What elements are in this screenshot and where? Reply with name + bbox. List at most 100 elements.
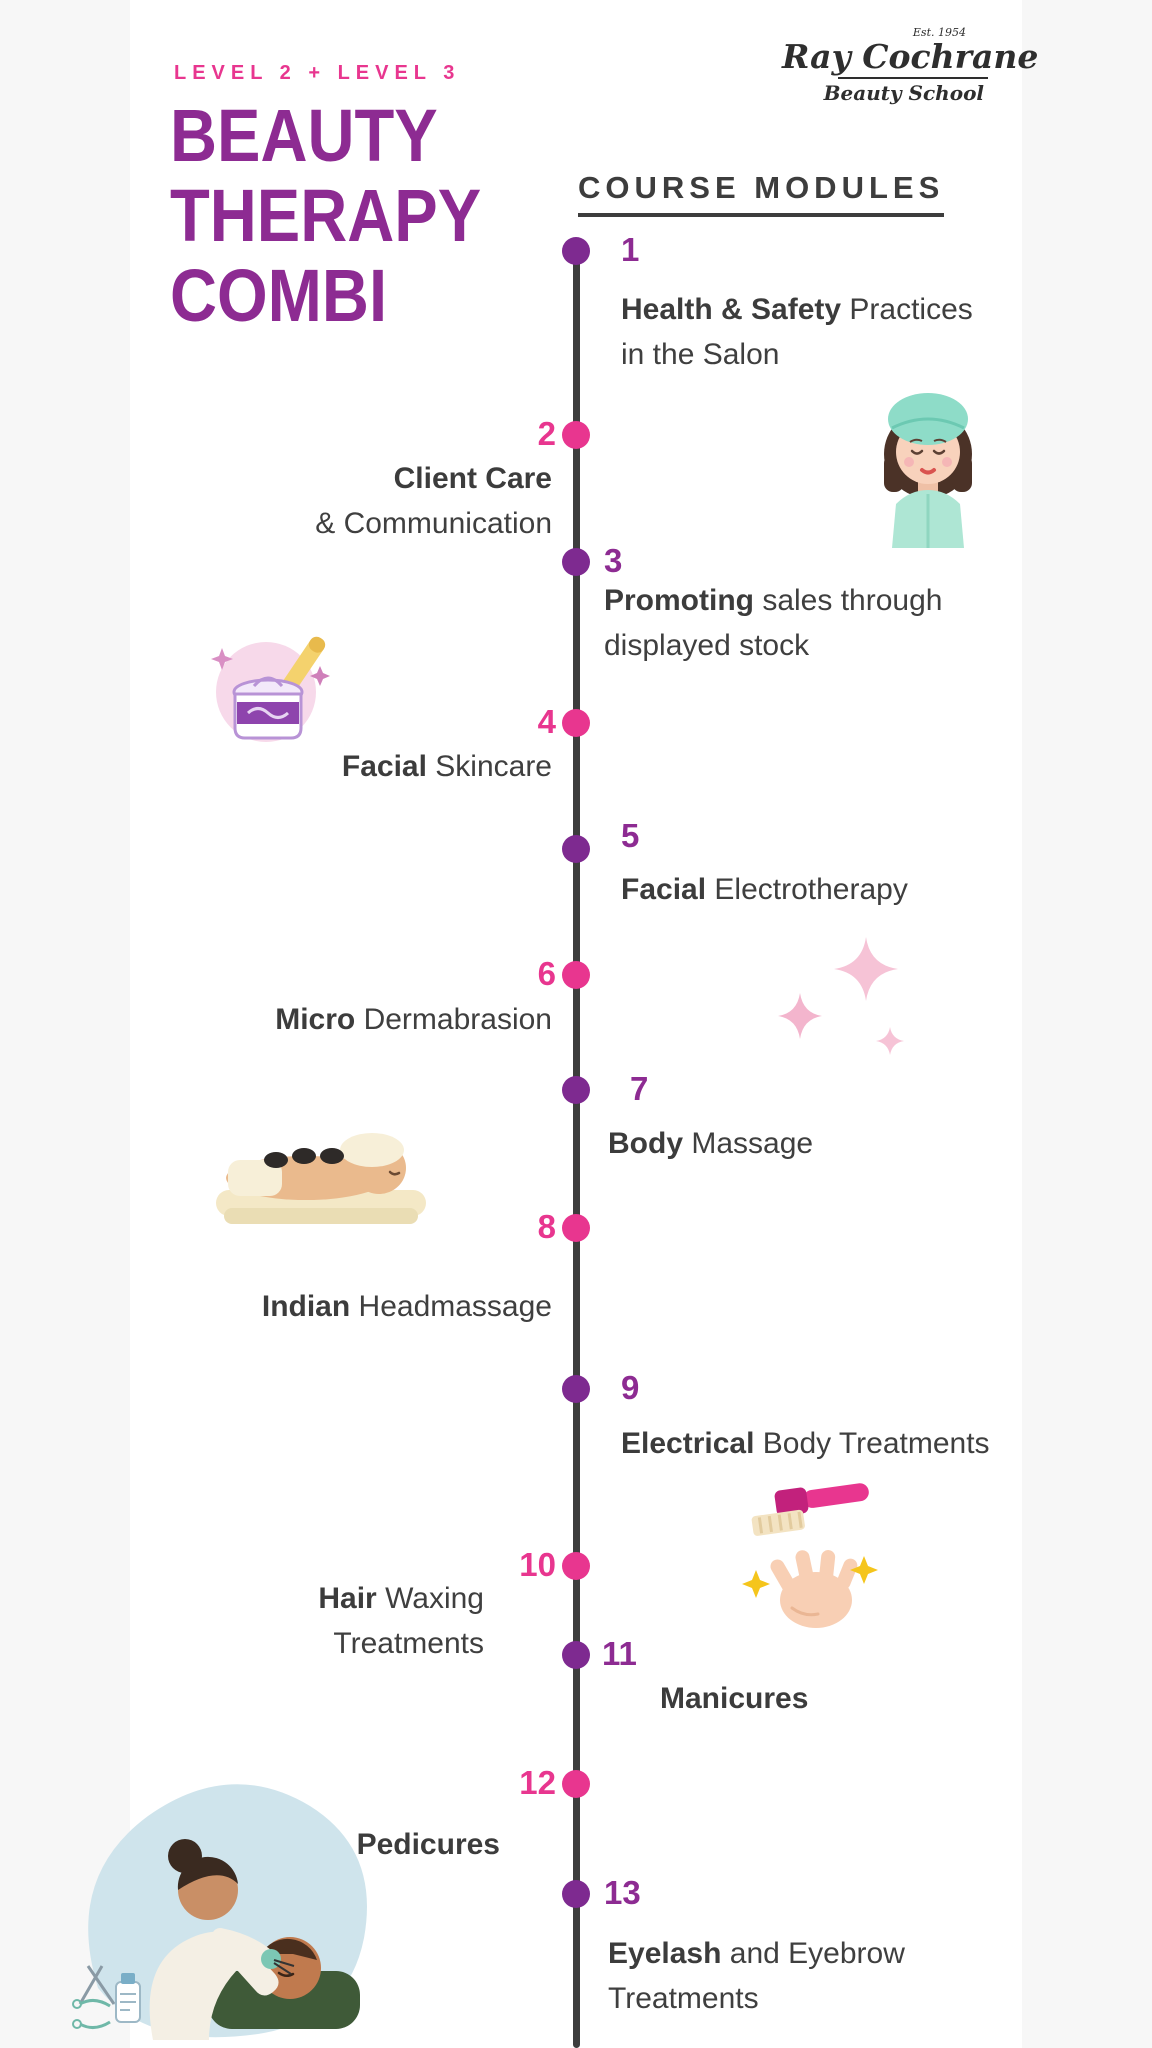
module-rest: Electrotherapy bbox=[706, 873, 908, 906]
module-rest: sales through bbox=[754, 584, 943, 617]
module-line: Client Care bbox=[315, 456, 552, 501]
timeline-dot-6 bbox=[562, 961, 590, 989]
module-13-number: 13 bbox=[604, 1874, 641, 1911]
module-7-number: 7 bbox=[630, 1070, 649, 1107]
module-bold: Facial bbox=[621, 873, 707, 906]
module-line: Health & Safety Practices bbox=[621, 287, 973, 332]
module-13-text: Eyelash and Eyebrow Treatments bbox=[608, 1931, 905, 2021]
module-line: Eyelash and Eyebrow bbox=[608, 1931, 905, 1976]
module-bold: Manicures bbox=[660, 1682, 809, 1715]
timeline-dot-2 bbox=[562, 421, 590, 449]
module-rest: & Communication bbox=[315, 507, 552, 540]
timeline-dot-11 bbox=[562, 1641, 590, 1669]
hot-stone-massage-illustration bbox=[216, 1133, 426, 1224]
module-line: Manicures bbox=[660, 1676, 808, 1721]
ray-cochrane-logo: Est. 1954 Ray Cochrane Beauty School bbox=[782, 26, 1039, 105]
logo-name: Ray Cochrane bbox=[782, 37, 1039, 76]
module-rest: Body Treatments bbox=[754, 1427, 990, 1460]
module-3-text: Promoting sales through displayed stock bbox=[604, 578, 942, 668]
logo-subtitle: Beauty School bbox=[823, 81, 984, 105]
timeline-dot-3 bbox=[562, 548, 590, 576]
module-line: Micro Dermabrasion bbox=[275, 997, 552, 1042]
module-rest: displayed stock bbox=[604, 629, 810, 662]
timeline-dot-7 bbox=[562, 1076, 590, 1104]
module-rest: Treatments bbox=[333, 1627, 484, 1660]
module-6-text: Micro Dermabrasion bbox=[275, 997, 552, 1042]
module-line: Body Massage bbox=[608, 1121, 813, 1166]
page-edge-left bbox=[0, 0, 130, 2048]
module-9-text: Electrical Body Treatments bbox=[621, 1421, 990, 1466]
module-line: in the Salon bbox=[621, 332, 973, 377]
eyelash-treatment-illustration bbox=[72, 1784, 367, 2040]
logo-underline bbox=[838, 77, 988, 79]
module-line: Pedicures bbox=[357, 1822, 500, 1867]
level-eyebrow: LEVEL 2 + LEVEL 3 bbox=[174, 62, 461, 84]
module-bold: Body bbox=[608, 1127, 683, 1160]
brush-and-hand-illustration bbox=[742, 1483, 878, 1628]
module-1-number: 1 bbox=[621, 231, 640, 268]
module-bold: Health & Safety bbox=[621, 293, 842, 326]
module-line: Electrical Body Treatments bbox=[621, 1421, 990, 1466]
module-bold: Indian bbox=[261, 1290, 351, 1323]
module-line: displayed stock bbox=[604, 623, 942, 668]
timeline-dot-4 bbox=[562, 709, 590, 737]
module-bold: Micro bbox=[275, 1003, 356, 1036]
module-8-number: 8 bbox=[537, 1208, 556, 1245]
module-6-number: 6 bbox=[537, 955, 556, 992]
module-12-text: Pedicures bbox=[357, 1822, 500, 1867]
module-11-number: 11 bbox=[602, 1635, 637, 1672]
module-10-text: Hair Waxing Treatments bbox=[318, 1576, 484, 1666]
module-line: Treatments bbox=[318, 1621, 484, 1666]
module-line: Promoting sales through bbox=[604, 578, 942, 623]
module-bold: Client Care bbox=[393, 462, 552, 495]
module-rest: Dermabrasion bbox=[355, 1003, 552, 1036]
title-line-1: BEAUTY bbox=[170, 94, 438, 177]
module-4-text: Facial Skincare bbox=[342, 744, 552, 789]
module-rest: Practices bbox=[841, 293, 973, 326]
timeline-dot-9 bbox=[562, 1375, 590, 1403]
module-7-text: Body Massage bbox=[608, 1121, 813, 1166]
page-edge-right bbox=[1022, 0, 1152, 2048]
timeline-dot-10 bbox=[562, 1552, 590, 1580]
course-modules-heading: COURSE MODULES bbox=[578, 170, 945, 217]
timeline-dot-5 bbox=[562, 835, 590, 863]
module-3-number: 3 bbox=[604, 542, 623, 579]
module-5-number: 5 bbox=[621, 817, 640, 854]
module-bold: Electrical bbox=[621, 1427, 755, 1460]
module-line: Treatments bbox=[608, 1976, 905, 2021]
module-8-text: Indian Headmassage bbox=[262, 1284, 552, 1329]
page-title: BEAUTY THERAPY COMBI bbox=[170, 96, 481, 336]
module-9-number: 9 bbox=[621, 1369, 640, 1406]
module-rest: Massage bbox=[683, 1127, 814, 1160]
timeline-dot-13 bbox=[562, 1880, 590, 1908]
module-rest: Skincare bbox=[426, 750, 552, 783]
module-4-number: 4 bbox=[537, 703, 556, 740]
module-11-text: Manicures bbox=[660, 1676, 808, 1721]
module-line: Facial Electrotherapy bbox=[621, 867, 908, 912]
module-1-text: Health & Safety Practices in the Salon bbox=[621, 287, 973, 377]
module-rest: and Eyebrow bbox=[721, 1937, 905, 1970]
module-2-text: Client Care & Communication bbox=[315, 456, 552, 546]
module-line: Facial Skincare bbox=[342, 744, 552, 789]
module-12-number: 12 bbox=[519, 1764, 556, 1801]
facial-cream-jar-illustration bbox=[211, 636, 330, 742]
module-5-text: Facial Electrotherapy bbox=[621, 867, 908, 912]
module-2-number: 2 bbox=[537, 415, 556, 452]
module-line: Indian Headmassage bbox=[262, 1284, 552, 1329]
title-line-2: THERAPY bbox=[170, 174, 482, 257]
timeline-line bbox=[573, 250, 580, 2048]
woman-with-towel-headwrap-illustration bbox=[884, 393, 972, 548]
module-bold: Promoting bbox=[604, 584, 754, 617]
timeline-dot-8 bbox=[562, 1214, 590, 1242]
timeline-dot-1 bbox=[562, 237, 590, 265]
pink-sparkles-illustration bbox=[778, 937, 904, 1055]
module-bold: Facial bbox=[341, 750, 427, 783]
module-bold: Eyelash bbox=[608, 1937, 722, 1970]
module-10-number: 10 bbox=[519, 1546, 556, 1583]
module-line: & Communication bbox=[315, 501, 552, 546]
module-rest: in the Salon bbox=[621, 338, 780, 371]
module-rest: Headmassage bbox=[350, 1290, 552, 1323]
title-line-3: COMBI bbox=[170, 254, 388, 337]
logo-established: Est. 1954 bbox=[912, 26, 966, 39]
